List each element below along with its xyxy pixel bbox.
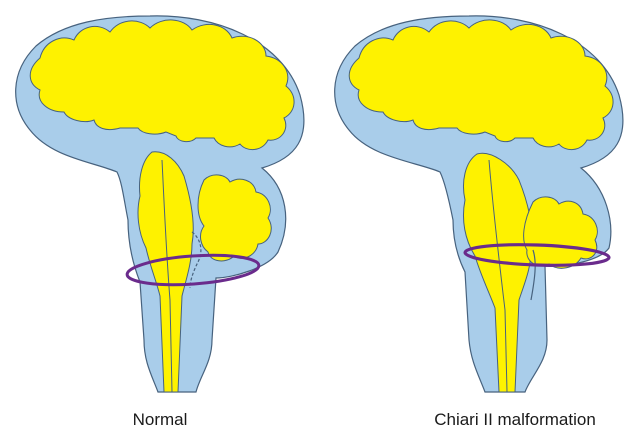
- caption-normal: Normal: [100, 410, 220, 430]
- normal-brain-diagram: [0, 0, 320, 400]
- caption-chiari-ii: Chiari II malformation: [400, 410, 630, 430]
- chiari-ii-brain-diagram: [319, 0, 639, 400]
